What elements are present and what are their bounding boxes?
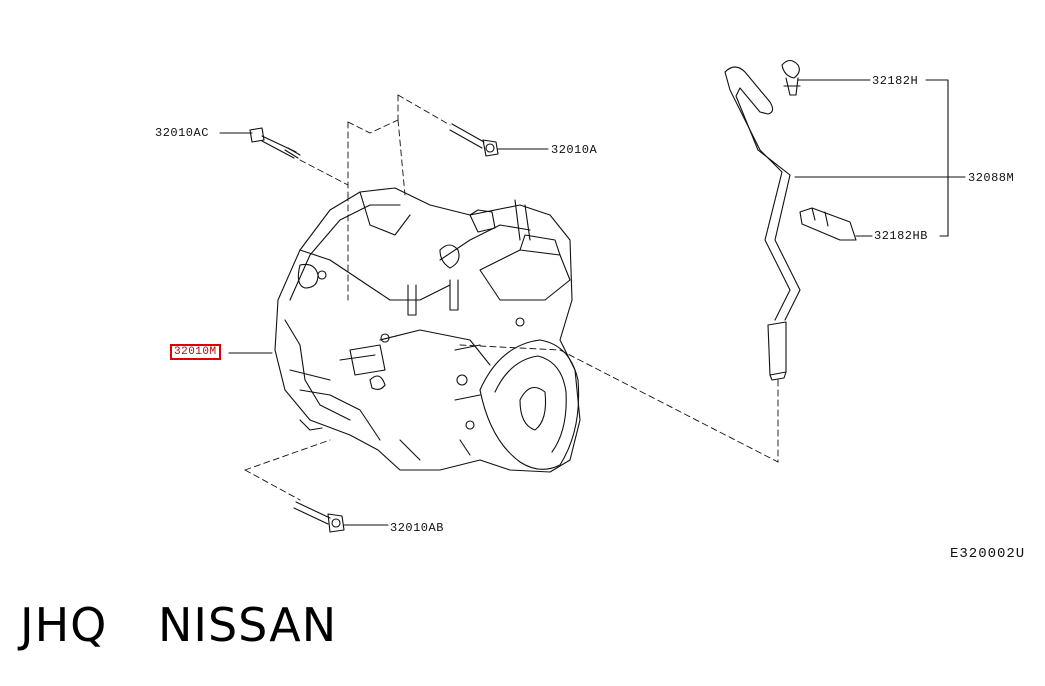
footer-brand: NISSAN bbox=[158, 598, 338, 652]
dashed-guides bbox=[244, 94, 779, 501]
bolt-32010AB bbox=[293, 501, 345, 533]
bolt-32010AC bbox=[249, 127, 301, 159]
callout-32010AC[interactable]: 32010AC bbox=[155, 126, 209, 140]
end-cover bbox=[479, 339, 580, 470]
callout-32182HB[interactable]: 32182HB bbox=[874, 229, 928, 243]
callout-32088M[interactable]: 32088M bbox=[968, 171, 1015, 185]
transmission-housing bbox=[274, 187, 581, 473]
diagram-id: E320002U bbox=[950, 546, 1026, 562]
callout-32010AB[interactable]: 32010AB bbox=[390, 521, 444, 535]
callout-32182H[interactable]: 32182H bbox=[872, 74, 919, 88]
clip-32182HB bbox=[799, 207, 857, 241]
callout-32010A[interactable]: 32010A bbox=[551, 143, 598, 157]
callout-32010M[interactable]: 32010M bbox=[170, 344, 221, 360]
footer-code: JHQ bbox=[20, 598, 108, 652]
bolt-32010A bbox=[449, 123, 499, 157]
clip-32182H bbox=[781, 59, 801, 96]
breather-hose bbox=[724, 66, 801, 381]
